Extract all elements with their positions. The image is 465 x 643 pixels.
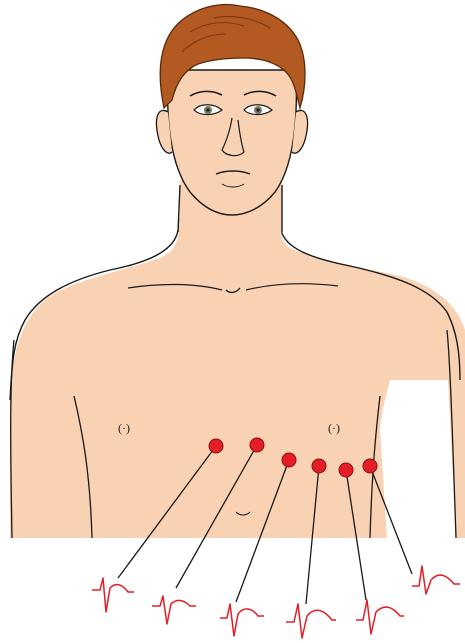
electrode-v6: [363, 459, 377, 473]
electrode-v1: [209, 439, 223, 453]
ecg-trace-v2: [152, 596, 196, 624]
left-nipple: (·): [118, 421, 130, 435]
electrode-v5: [339, 463, 353, 477]
electrode-v3: [282, 453, 296, 467]
right-nipple: (·): [328, 421, 340, 435]
electrode-v2: [250, 438, 264, 452]
torso-body: [10, 210, 465, 538]
ecg-waveforms: [92, 566, 460, 638]
ecg-trace-v6: [412, 566, 460, 594]
ecg-trace-v3: [220, 604, 264, 636]
ecg-trace-v4: [286, 604, 336, 638]
electrode-v4: [312, 459, 326, 473]
ecg-trace-v1: [92, 578, 134, 612]
torso: (·) (·): [10, 210, 465, 538]
ecg-trace-v5: [356, 600, 404, 634]
head: [156, 5, 307, 215]
